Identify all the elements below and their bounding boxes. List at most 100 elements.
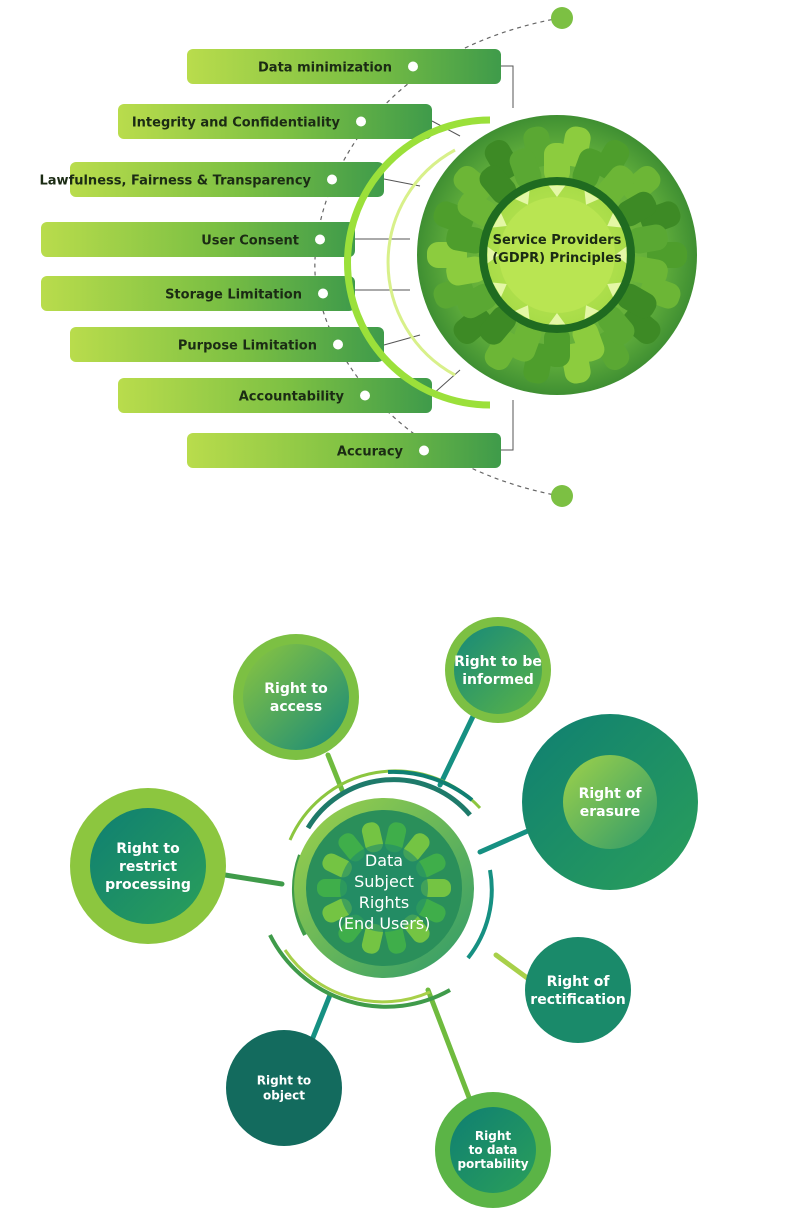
right-label: Right to be <box>454 654 542 670</box>
principle-pill: Lawfulness, Fairness & Transparency <box>40 162 384 197</box>
gdpr-inner-ray <box>615 246 627 264</box>
principle-dot <box>356 116 366 127</box>
rights-center-line: Subject <box>354 872 414 891</box>
gdpr-petal <box>544 143 570 183</box>
principle-label: Purpose Limitation <box>178 339 317 354</box>
right-label: object <box>263 1089 305 1103</box>
outer-arc-bright <box>344 116 491 409</box>
principle-dot <box>408 61 418 72</box>
principle-label: Accuracy <box>337 445 404 460</box>
principle-dot <box>360 390 370 401</box>
gdpr-petal <box>453 307 492 345</box>
rights-center-line: Data <box>365 851 403 870</box>
principle-pill: Integrity and Confidentiality <box>118 104 432 139</box>
principle-dot <box>315 234 325 245</box>
gdpr-petal <box>597 306 635 345</box>
gdpr-inner-ray <box>607 282 622 298</box>
gdpr-petal <box>622 307 661 345</box>
gdpr-petal <box>446 224 487 254</box>
right-circle-inner <box>454 626 542 714</box>
gdpr-petal <box>544 327 570 367</box>
gdpr-petal <box>457 283 498 319</box>
ring-arc-right <box>466 869 494 960</box>
principle-pill-bg <box>187 49 501 84</box>
rights-connectors <box>222 703 533 1103</box>
gdpr-petal <box>616 191 657 227</box>
gdpr-inner-ray <box>584 305 600 320</box>
right-label: access <box>270 699 322 715</box>
right-circle-inner <box>563 755 657 849</box>
gdpr-inner-ray <box>487 246 499 264</box>
principle-connector <box>501 65 514 108</box>
principle-pill: Accuracy <box>187 433 501 468</box>
gdpr-inner-ray <box>514 305 530 320</box>
principle-connectors <box>355 65 514 451</box>
principle-connector <box>383 334 421 346</box>
principle-pill-bg <box>41 276 355 311</box>
principle-label: Data minimization <box>258 61 392 76</box>
ring-arc-bottom <box>268 934 451 1009</box>
ring-arc-bottom-light <box>283 949 431 1004</box>
ring-arc-top-dark <box>305 777 472 830</box>
outer-arc-pale <box>386 148 456 377</box>
right-label: rectification <box>530 992 625 1008</box>
right-circle: Right of erasure <box>522 714 698 890</box>
gdpr-inner-ray <box>548 313 566 325</box>
right-circle: Right to access <box>233 634 359 760</box>
principle-label: Storage Limitation <box>165 288 302 303</box>
principle-pill-bg <box>41 222 355 257</box>
principle-label: Accountability <box>239 390 345 405</box>
principle-pill: User Consent <box>41 222 355 257</box>
right-circle-outer <box>226 1030 342 1146</box>
right-label: to data <box>469 1143 518 1157</box>
gdpr-petal <box>622 165 661 203</box>
principle-dot <box>327 174 337 185</box>
right-label: erasure <box>580 804 641 820</box>
principle-dot <box>333 339 343 350</box>
right-label: processing <box>105 877 191 893</box>
gdpr-petal <box>509 321 542 362</box>
gdpr-center-title-1: Service Providers <box>493 233 622 248</box>
principle-connector <box>501 400 514 451</box>
principle-pill: Accountability <box>118 378 432 413</box>
gdpr-petal <box>479 165 517 204</box>
right-label: Right of <box>579 786 643 802</box>
gdpr-petal <box>479 306 517 345</box>
principle-pill-bg <box>118 378 432 413</box>
gdpr-inner-ray <box>584 190 600 205</box>
principle-dot <box>318 288 328 299</box>
principle-pill-bg <box>118 104 432 139</box>
right-label: portability <box>457 1157 528 1171</box>
rights-petal <box>421 879 451 897</box>
rights-center-line: Rights <box>359 893 409 912</box>
gdpr-inner-ray <box>514 190 530 205</box>
right-circle: Right to be informed <box>445 617 551 723</box>
right-label: Right to <box>264 681 328 697</box>
right-label: Right to <box>257 1074 311 1088</box>
principle-label: Lawfulness, Fairness & Transparency <box>40 174 312 189</box>
principle-pill: Data minimization <box>187 49 501 84</box>
principle-pill: Purpose Limitation <box>70 327 384 362</box>
principle-pill-bg <box>187 433 501 468</box>
right-circle-inner <box>243 644 349 750</box>
gdpr-petals <box>427 126 687 384</box>
right-label: informed <box>462 672 533 688</box>
principle-pill-bg <box>70 162 384 197</box>
gdpr-petal <box>597 165 635 204</box>
gdpr-petal <box>509 148 542 189</box>
ring-arc-top-teal <box>387 769 474 802</box>
gdpr-inner-ray <box>548 185 566 197</box>
right-circle-inner <box>450 1107 536 1193</box>
rights-center-core <box>340 844 428 932</box>
right-circle-outer <box>525 937 631 1043</box>
gdpr-inner-ray <box>607 212 622 228</box>
